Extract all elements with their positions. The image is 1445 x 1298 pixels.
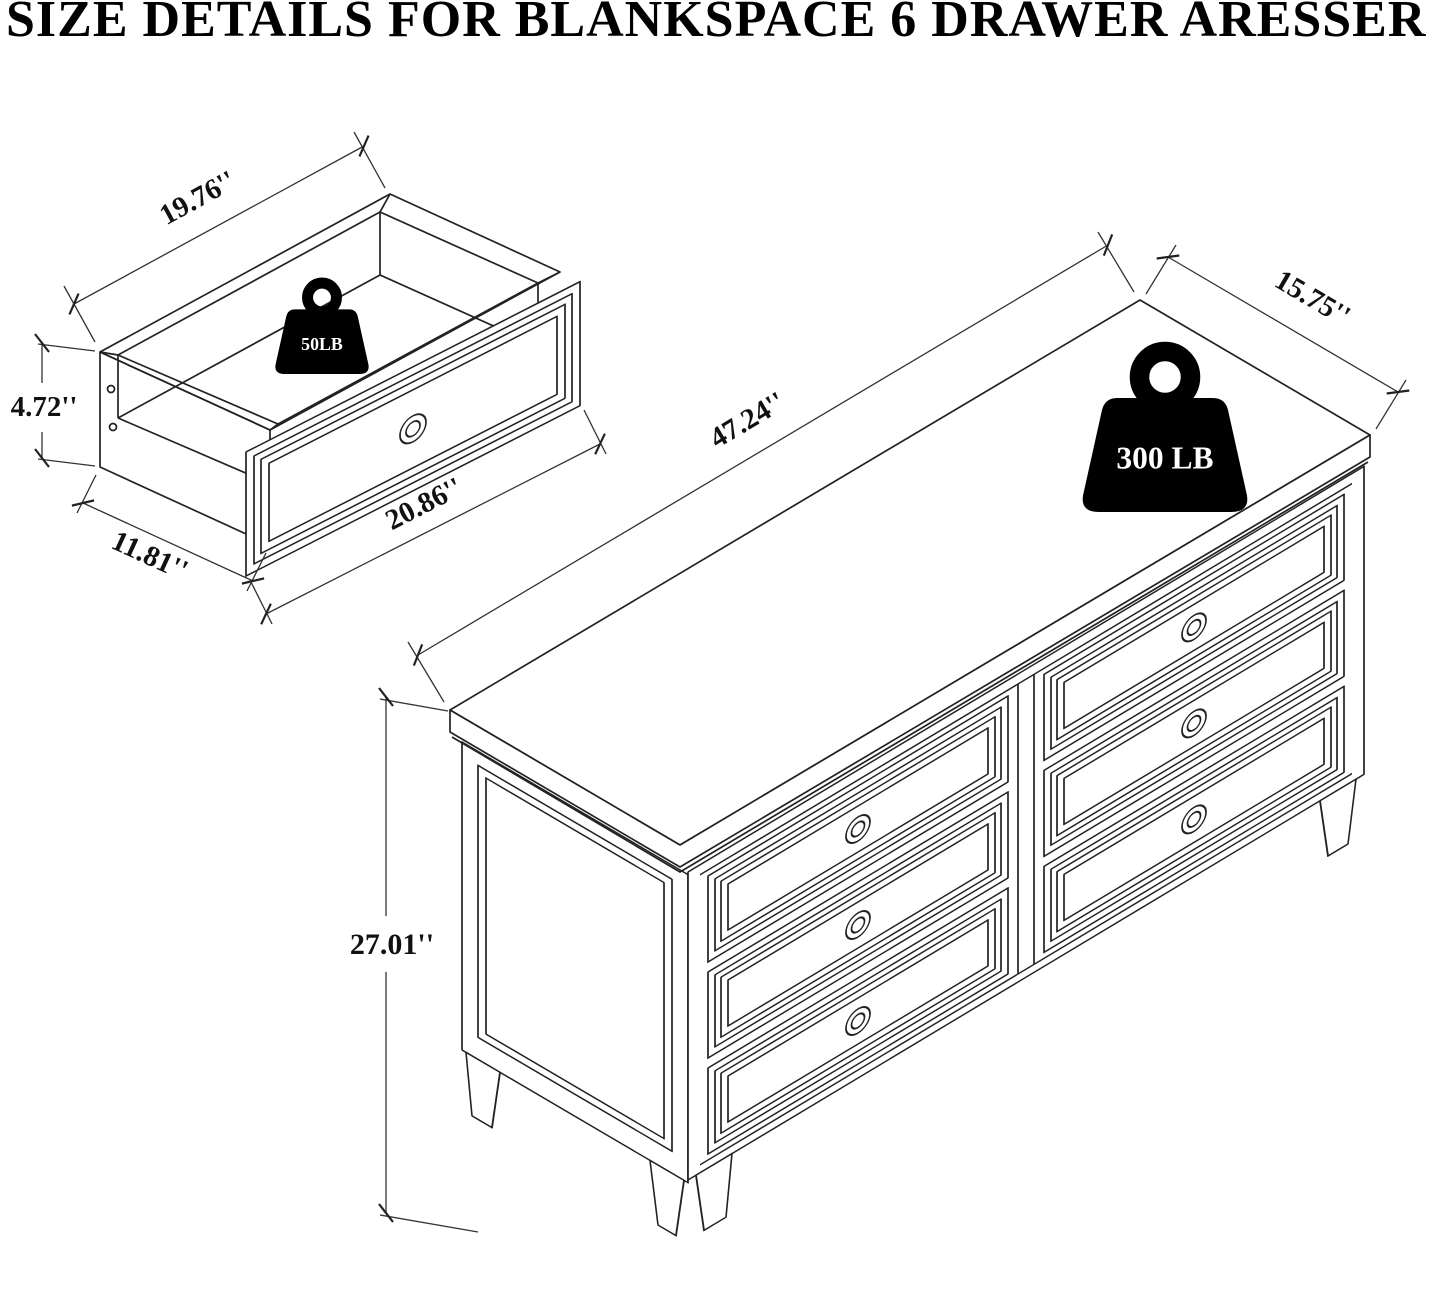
drawer-weight-icon: 50LB	[275, 283, 368, 374]
dresser-drawer-face	[1043, 493, 1345, 762]
dresser-drawer-face	[707, 695, 1009, 963]
drawer-knob-icon	[845, 814, 871, 844]
drawer-knob-icon	[845, 910, 871, 940]
dresser-drawer-face	[707, 887, 1009, 1155]
dim-drawer-height: 4.72''	[11, 332, 96, 469]
dresser-drawer-face	[1043, 589, 1345, 858]
dresser-weight-label: 300 LB	[1116, 441, 1213, 476]
drawer-isometric	[99, 193, 581, 577]
drawer-knob-icon	[1181, 804, 1207, 835]
dim-label-dresser-height: 27.01''	[350, 928, 434, 961]
dim-label-dresser-depth: 15.75''	[1269, 264, 1355, 333]
drawer-knob-icon	[845, 1006, 871, 1036]
drawer-knob-icon	[399, 413, 427, 445]
dresser-weight-icon: 300 LB	[1083, 352, 1248, 513]
dim-label-drawer-top-width: 19.76''	[154, 165, 241, 232]
dresser-drawer-face	[707, 791, 1009, 1059]
drawer-weight-label: 50LB	[301, 334, 343, 354]
dresser-side-panel	[461, 741, 689, 1237]
drawer-front-panel	[245, 280, 581, 577]
dim-label-drawer-height: 4.72''	[11, 391, 78, 423]
dresser-front-face	[687, 465, 1365, 1232]
dim-dresser-height: 27.01''	[350, 686, 479, 1233]
drawer-knob-icon	[1181, 708, 1207, 739]
dresser-drawer-face	[1043, 685, 1345, 954]
page-title: SIZE DETAILS FOR BLANKSPACE 6 DRAWER ARE…	[6, 0, 1427, 48]
drawer-knob-icon	[1181, 612, 1207, 643]
dim-label-dresser-length: 47.24''	[704, 386, 790, 455]
